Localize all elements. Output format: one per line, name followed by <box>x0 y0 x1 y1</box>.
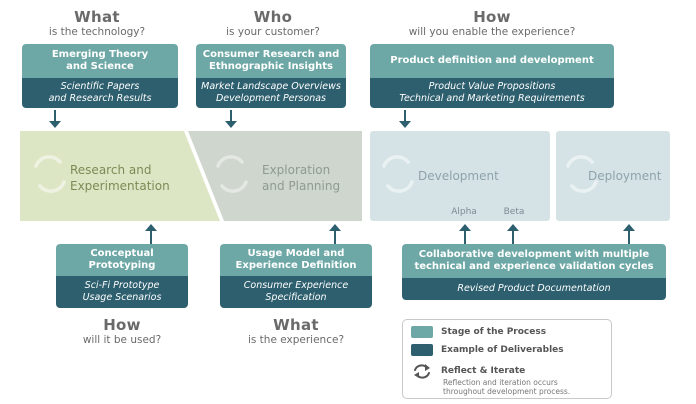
deliverable-box: Sci-Fi Prototype Usage Scenarios <box>56 276 188 308</box>
arrow-up-icon <box>329 224 341 244</box>
bottom-box-usage-model: Usage Model and Experience Definition Co… <box>220 244 372 308</box>
arrow-down-icon <box>49 110 61 128</box>
phase-deployment-shape <box>556 131 670 221</box>
heading-title: What <box>273 316 319 334</box>
heading-how-enable: How will you enable the experience? <box>372 8 612 38</box>
cycle-icon <box>216 155 248 193</box>
heading-subtitle: will it be used? <box>82 334 162 346</box>
legend-note: Reflection and iteration occurs througho… <box>443 378 571 397</box>
bottom-box-conceptual-prototyping: Conceptual Prototyping Sci-Fi Prototype … <box>56 244 188 308</box>
stage-box: Consumer Research and Ethnographic Insig… <box>196 44 346 78</box>
stage-box: Usage Model and Experience Definition <box>220 244 372 276</box>
stage-box: Product definition and development <box>370 44 614 78</box>
reflect-iterate-icon <box>414 364 430 379</box>
top-box-product-definition: Product definition and development Produ… <box>370 44 614 108</box>
heading-what-experience: What is the experience? <box>220 316 372 346</box>
arrow-down-icon <box>399 110 411 128</box>
heading-title: What <box>74 8 120 26</box>
legend-swatch-stage <box>411 326 433 338</box>
heading-title: Who <box>253 8 293 26</box>
top-box-theory: Emerging Theory and Science Scientific P… <box>22 44 178 108</box>
deliverable-box: Scientific Papers and Research Results <box>22 78 178 108</box>
arrow-up-icon <box>145 224 157 244</box>
heading-title: How <box>473 8 511 26</box>
cycle-icon <box>566 155 598 193</box>
arrow-down-icon <box>225 110 237 128</box>
tag-beta: Beta <box>494 205 534 219</box>
heading-what-technology: What is the technology? <box>22 8 172 38</box>
heading-subtitle: is the experience? <box>247 334 345 346</box>
phase-exploration-label: Exploration and Planning <box>262 163 341 194</box>
heading-subtitle: is the technology? <box>48 26 146 38</box>
cycle-icon <box>382 155 414 193</box>
legend-label-iterate: Reflect & Iterate <box>441 366 526 376</box>
deliverable-box: Consumer Experience Specification <box>220 276 372 308</box>
legend-row-deliverable: Example of Deliverables <box>411 344 564 356</box>
heading-subtitle: is your customer? <box>226 26 320 38</box>
legend-row-iterate: Reflect & Iterate <box>411 362 525 380</box>
phase-deployment-label: Deployment <box>588 169 662 183</box>
tag-alpha: Alpha <box>444 205 484 219</box>
stage-box: Collaborative development with multiple … <box>402 244 666 278</box>
phase-research-label: Research and Experimentation <box>70 163 170 194</box>
cycle-icon <box>34 155 66 193</box>
arrow-up-icon <box>623 224 635 244</box>
deliverable-box: Product Value Propositions Technical and… <box>370 78 614 108</box>
heading-subtitle: will you enable the experience? <box>408 26 576 38</box>
top-box-consumer-research: Consumer Research and Ethnographic Insig… <box>196 44 346 108</box>
stage-box: Emerging Theory and Science <box>22 44 178 78</box>
arrow-up-icon <box>459 224 471 244</box>
phase-development-shape <box>370 131 550 221</box>
deliverable-box: Market Landscape Overviews Development P… <box>196 78 346 108</box>
deliverable-box: Revised Product Documentation <box>402 278 666 300</box>
legend-label-stage: Stage of the Process <box>441 327 547 337</box>
phase-development-label: Development <box>418 169 499 183</box>
legend-row-stage: Stage of the Process <box>411 326 546 338</box>
stage-box: Conceptual Prototyping <box>56 244 188 276</box>
legend-swatch-deliverable <box>411 344 433 356</box>
phase-research-shape <box>20 131 220 221</box>
heading-who-customer: Who is your customer? <box>198 8 348 38</box>
bottom-box-collaborative-development: Collaborative development with multiple … <box>402 244 666 300</box>
phase-exploration-shape <box>188 131 362 221</box>
arrow-up-icon <box>507 224 519 244</box>
legend-label-deliverable: Example of Deliverables <box>441 345 564 355</box>
legend: Stage of the Process Example of Delivera… <box>402 319 612 399</box>
heading-how-used: How will it be used? <box>56 316 188 346</box>
heading-title: How <box>103 316 141 334</box>
